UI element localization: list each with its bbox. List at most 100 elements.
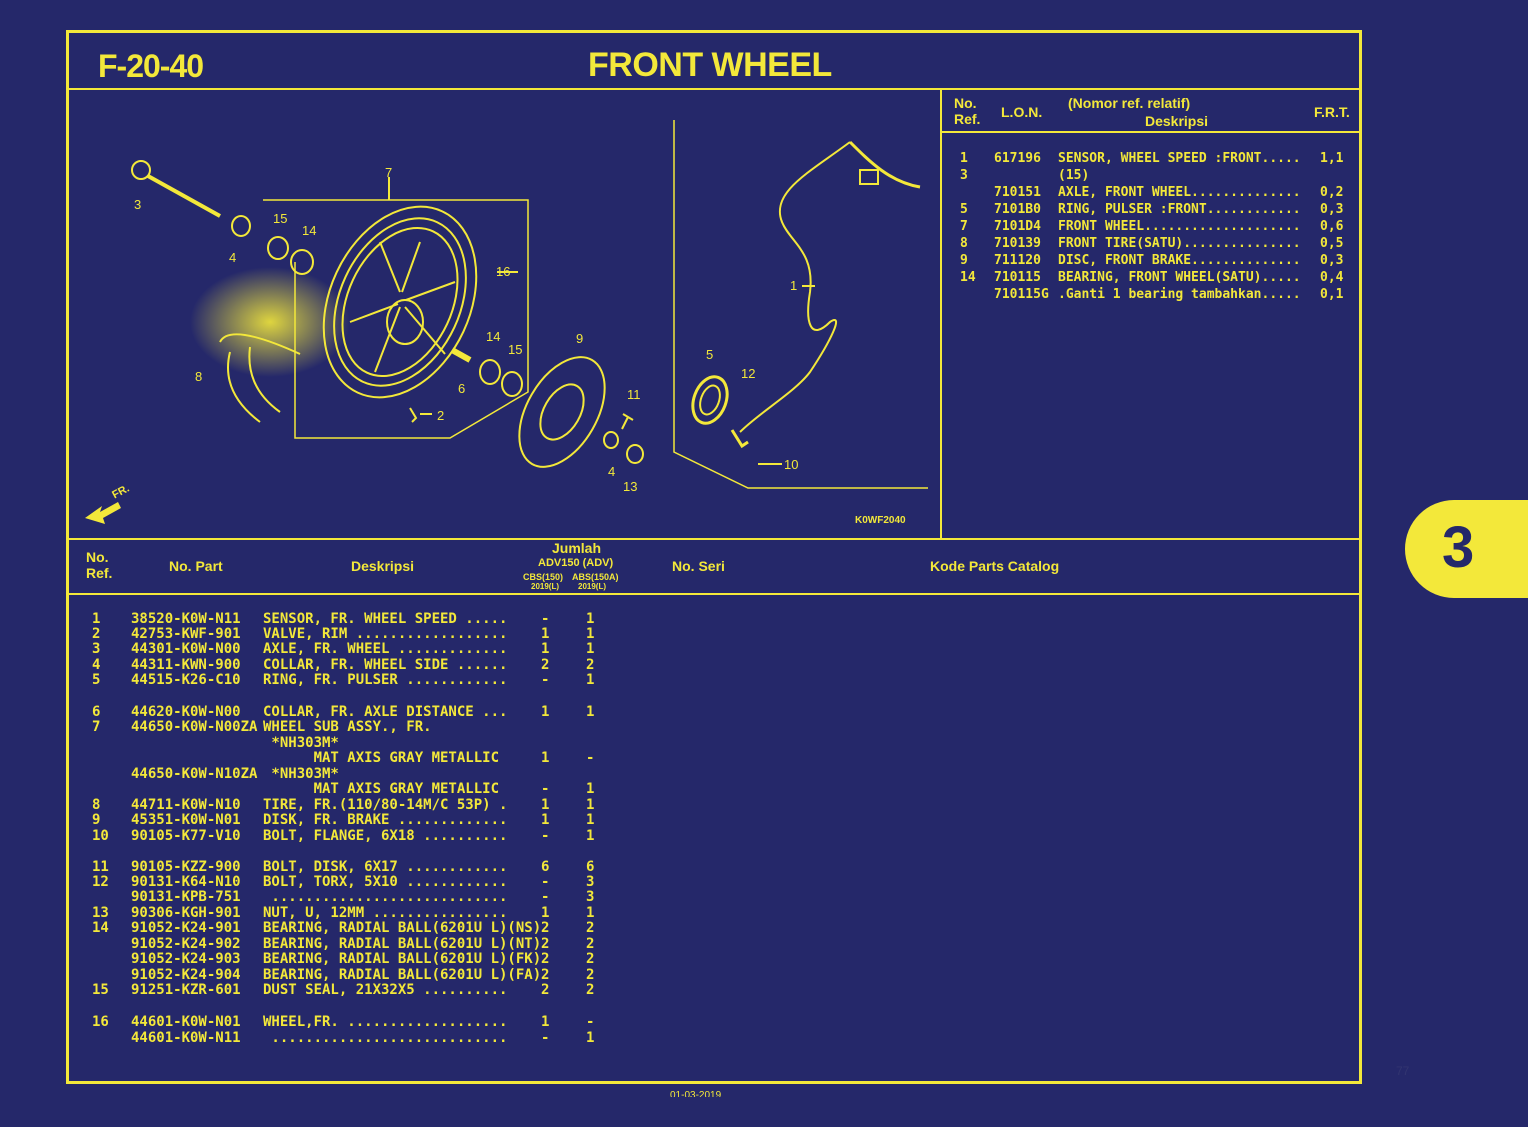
ref-column-divider (940, 88, 942, 538)
part-row-qty-cbs: - (541, 672, 550, 688)
ref-header-nomor: (Nomor ref. relatif) (1068, 95, 1191, 111)
part-row-number: 91251-KZR-601 (131, 982, 241, 998)
part-row-desc: COLLAR, FR. AXLE DISTANCE ... (263, 704, 508, 720)
part-row-number: 38520-K0W-N11 (131, 611, 241, 627)
ref-row-frt: 0,5 (1320, 236, 1344, 251)
wheel-rim (322, 205, 478, 399)
part-row-qty-cbs: 1 (541, 812, 550, 828)
part-row-number: 44650-K0W-N00ZA (131, 719, 258, 735)
callout-label: 15 (273, 211, 288, 226)
ref-row-desc: BEARING, FRONT WHEEL(SATU)..... (1058, 270, 1301, 285)
part-row-qty-cbs: 1 (541, 704, 550, 720)
callout-label: 7 (385, 165, 393, 180)
ref-row-lon: 7101D4 (994, 219, 1041, 234)
part-row-qty-abs: 2 (586, 936, 595, 952)
part-row-no: 3 (92, 641, 101, 657)
part-row-qty-abs: - (586, 1014, 595, 1030)
callout-label: 11 (627, 387, 641, 402)
part-row-qty-cbs: 1 (541, 641, 550, 657)
part-row-desc: BOLT, DISK, 6X17 ............ (263, 859, 508, 875)
part-row-qty-cbs: - (541, 611, 550, 627)
ref-row-desc: .Ganti 1 bearing tambahkan..... (1058, 287, 1301, 302)
part-row-no: 11 (92, 859, 109, 875)
part-row-no: 13 (92, 905, 109, 921)
part-row-number: 90105-KZZ-900 (131, 859, 241, 875)
part-row-number: 91052-K24-902 (131, 936, 241, 952)
part-row-number: 44711-K0W-N10 (131, 797, 241, 813)
ref-row-lon: 711120 (994, 253, 1041, 268)
callout-label: 14 (302, 223, 317, 238)
part-row-desc: DISK, FR. BRAKE ............. (263, 812, 508, 828)
parts-header-bottom-line (68, 593, 1361, 595)
ref-row-no: 8 (960, 236, 968, 251)
callout-label: 6 (458, 381, 466, 396)
ref-row-desc: FRONT TIRE(SATU)............... (1058, 236, 1301, 251)
part-row-qty-cbs: 2 (541, 951, 550, 967)
sensor-connector (859, 169, 879, 185)
ref-header-frt: F.R.T. (1314, 104, 1350, 120)
part-row-qty-abs: 1 (586, 797, 595, 813)
part-row-qty-abs: 1 (586, 641, 595, 657)
part-row-no: 5 (92, 672, 101, 688)
part-row-qty-abs: 3 (586, 889, 595, 905)
part-row-number: 44650-K0W-N10ZA (131, 766, 258, 782)
part-row-desc: WHEEL SUB ASSY., FR. (263, 719, 432, 735)
page-frame (66, 30, 1362, 1084)
part-row-no: 9 (92, 812, 101, 828)
part-row-no: 2 (92, 626, 101, 642)
part-row-qty-abs: 1 (586, 781, 595, 797)
ref-row-frt: 0,2 (1320, 185, 1344, 200)
part-row-qty-abs: 1 (586, 828, 595, 844)
ref-row-desc: AXLE, FRONT WHEEL.............. (1058, 185, 1301, 200)
parts-header-part: No. Part (169, 558, 223, 574)
part-row-qty-abs: - (586, 750, 595, 766)
part-row-desc: BEARING, RADIAL BALL(6201U L)(NS) (263, 920, 542, 936)
exploded-diagram (85, 120, 928, 524)
ref-header-lon: L.O.N. (1001, 104, 1043, 120)
callout-label: 12 (741, 366, 756, 381)
parts-header-no: No.Ref. (86, 549, 113, 581)
callout-label: 3 (134, 197, 142, 212)
part-row-qty-abs: 6 (586, 859, 595, 875)
part-row-desc: BEARING, RADIAL BALL(6201U L)(FK) (263, 951, 542, 967)
part-row-no: 8 (92, 797, 101, 813)
part-row-qty-cbs: - (541, 781, 550, 797)
ref-row-desc: FRONT WHEEL.................... (1058, 219, 1301, 234)
callout-label: 15 (508, 342, 523, 357)
callout-label: 16 (496, 264, 511, 279)
part-row-desc: SENSOR, FR. WHEEL SPEED ..... (263, 611, 508, 627)
part-row-desc: AXLE, FR. WHEEL ............. (263, 641, 508, 657)
part-row-desc: MAT AXIS GRAY METALLIC (263, 781, 500, 797)
part-row-qty-cbs: 2 (541, 967, 550, 983)
section-tab[interactable]: 3 (1405, 500, 1528, 598)
part-row-desc: ............................ (263, 889, 508, 905)
front-arrow-icon (85, 502, 121, 524)
ref-row-no: 14 (960, 270, 976, 285)
ref-row-no: 3 (960, 168, 968, 183)
part-row-desc: *NH303M* (263, 735, 339, 751)
ref-row-no: 1 (960, 151, 968, 166)
part-row-number: 90105-K77-V10 (131, 828, 241, 844)
part-row-desc: ............................ (263, 1030, 508, 1046)
part-row-qty-cbs: 2 (541, 920, 550, 936)
part-row-qty-cbs: - (541, 874, 550, 890)
part-row-number: 42753-KWF-901 (131, 626, 241, 642)
part-row-desc: COLLAR, FR. WHEEL SIDE ...... (263, 657, 508, 673)
part-row-desc: BEARING, RADIAL BALL(6201U L)(NT) (263, 936, 542, 952)
part-row-number: 90131-KPB-751 (131, 889, 241, 905)
part-row-qty-cbs: 2 (541, 982, 550, 998)
parts-header-kode: Kode Parts Catalog (930, 558, 1060, 574)
part-row-desc: NUT, U, 12MM ................ (263, 905, 508, 921)
ref-header-no: No.Ref. (954, 95, 981, 127)
part-row-qty-abs: 2 (586, 657, 595, 673)
callout-label: 13 (623, 479, 638, 494)
part-row-no: 1 (92, 611, 101, 627)
part-row-number: 44601-K0W-N11 (131, 1030, 241, 1046)
ref-row-no: 9 (960, 253, 968, 268)
part-row-desc: WHEEL,FR. ................... (263, 1014, 508, 1030)
part-row-desc: BOLT, FLANGE, 6X18 .......... (263, 828, 508, 844)
part-row-number: 44301-K0W-N00 (131, 641, 241, 657)
parts-header-jumlah: Jumlah (552, 540, 602, 556)
callout-label: 4 (229, 250, 237, 265)
part-row-number: 90306-KGH-901 (131, 905, 241, 921)
